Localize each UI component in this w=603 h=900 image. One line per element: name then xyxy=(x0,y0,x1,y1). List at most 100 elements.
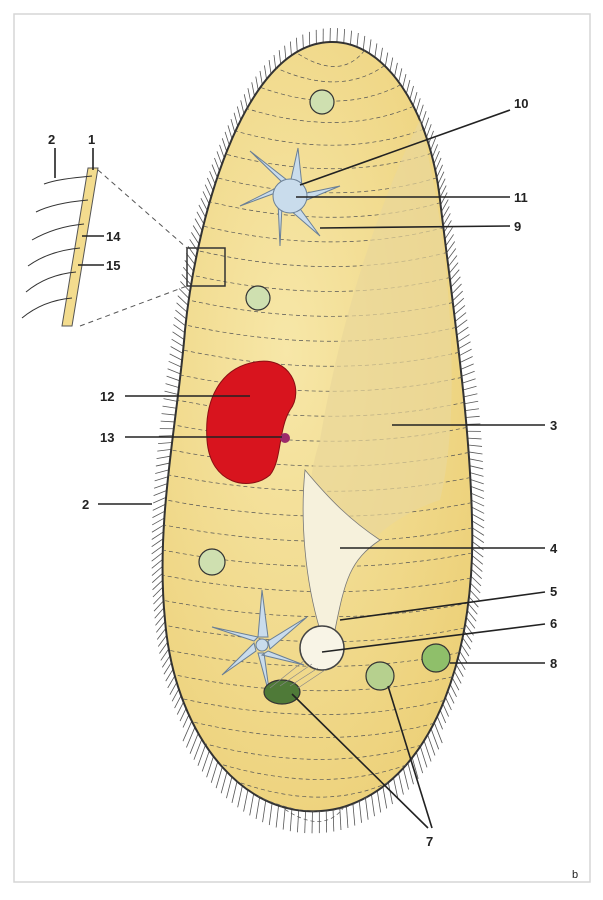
cilium xyxy=(419,746,428,768)
cilium xyxy=(409,85,414,100)
cilium xyxy=(282,807,286,830)
cilium xyxy=(204,184,212,198)
cilium xyxy=(259,70,263,85)
cilium xyxy=(454,305,466,315)
cilium xyxy=(431,144,438,158)
cilium xyxy=(230,118,236,133)
cilium xyxy=(469,472,484,477)
cilium xyxy=(172,331,185,340)
cilium xyxy=(153,600,164,612)
cilium xyxy=(156,621,166,633)
cilium xyxy=(255,797,261,820)
cilium xyxy=(151,517,165,526)
cilium xyxy=(151,566,163,576)
striation xyxy=(260,84,401,102)
cilium xyxy=(402,74,407,88)
cilium xyxy=(470,479,484,485)
label-1-inset: 1 xyxy=(88,132,95,147)
cilium xyxy=(458,341,471,350)
inset-cilia xyxy=(21,175,93,319)
cilium xyxy=(249,793,255,816)
cilium xyxy=(161,655,171,668)
cilium xyxy=(421,111,427,125)
cilium xyxy=(278,50,282,65)
label-8: 8 xyxy=(550,656,557,671)
cilium xyxy=(468,451,483,455)
cilium xyxy=(442,213,451,226)
cilium xyxy=(275,805,279,828)
cilium xyxy=(189,239,198,252)
cilium xyxy=(462,385,477,391)
cilium xyxy=(462,378,476,384)
cilium xyxy=(445,697,452,711)
cilium xyxy=(384,52,389,67)
cilium xyxy=(174,695,182,709)
cilium xyxy=(402,768,409,790)
cilium xyxy=(158,442,173,445)
striation xyxy=(165,625,465,642)
cilium xyxy=(152,510,166,519)
cilium xyxy=(182,720,193,742)
cilium xyxy=(165,383,180,389)
cilium xyxy=(389,57,394,72)
cilium xyxy=(358,800,362,823)
cilium xyxy=(264,65,267,80)
cilium xyxy=(255,76,259,91)
cilium xyxy=(171,338,184,347)
cilium xyxy=(186,253,196,265)
cilium xyxy=(296,37,298,52)
cilium xyxy=(157,448,172,452)
cilium xyxy=(161,413,176,416)
cilium xyxy=(454,312,467,322)
cilium xyxy=(394,62,398,77)
cilium xyxy=(469,458,483,462)
food-vacuole-forming xyxy=(299,625,345,671)
cilium xyxy=(167,368,181,375)
cilium xyxy=(449,684,457,698)
cilium xyxy=(151,572,163,583)
cilium xyxy=(156,455,171,460)
cilium xyxy=(470,486,485,492)
cilium xyxy=(176,302,188,313)
striation xyxy=(219,763,407,780)
striation xyxy=(280,806,345,822)
cilium xyxy=(407,762,414,785)
cilium xyxy=(169,682,178,695)
cilium xyxy=(368,39,372,54)
cilium xyxy=(393,777,399,800)
cilium xyxy=(444,227,453,240)
cilium xyxy=(398,68,403,83)
cilium xyxy=(166,375,180,382)
cilium xyxy=(441,199,449,212)
panel-letter: b xyxy=(572,869,578,881)
cilium xyxy=(268,60,272,75)
striation xyxy=(235,129,424,146)
cilium xyxy=(439,185,447,199)
cilium xyxy=(273,54,277,69)
cilium xyxy=(459,650,468,664)
cilium xyxy=(453,670,462,684)
cilium xyxy=(151,524,165,533)
cilium xyxy=(387,782,393,805)
cilium xyxy=(153,497,167,504)
cilium xyxy=(471,555,484,565)
inset-guide xyxy=(97,169,188,249)
cilium xyxy=(382,786,388,809)
cilium xyxy=(214,157,220,172)
cilium xyxy=(467,603,478,615)
cilium xyxy=(179,708,187,722)
cilium xyxy=(175,309,187,320)
cilium xyxy=(418,104,424,119)
cilium xyxy=(236,106,242,121)
cilium xyxy=(447,255,458,267)
cilium xyxy=(168,360,182,368)
cilium xyxy=(155,469,169,474)
striation xyxy=(276,65,385,83)
cilium xyxy=(343,29,346,44)
cilium xyxy=(446,241,456,254)
frame xyxy=(13,13,591,883)
cilium xyxy=(152,579,163,591)
label-9: 9 xyxy=(514,219,521,234)
cilia xyxy=(151,27,485,834)
cilium xyxy=(177,295,189,306)
